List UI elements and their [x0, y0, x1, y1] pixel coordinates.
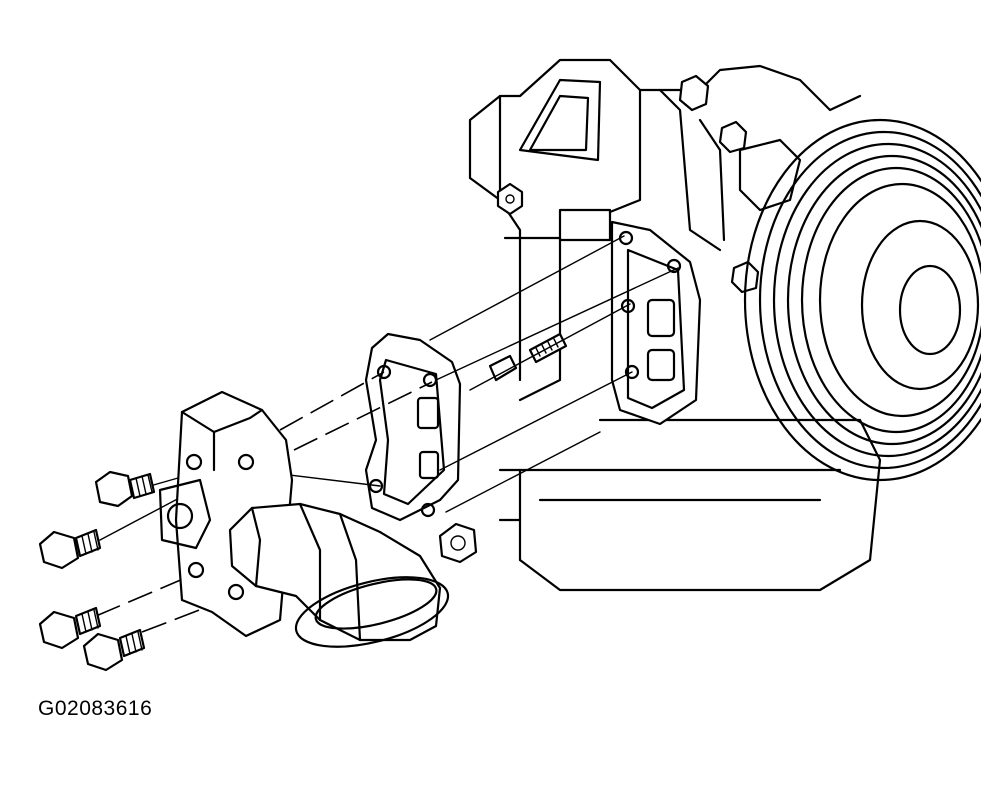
- pump-gasket: [364, 332, 462, 522]
- block-bolt-top: [678, 74, 710, 112]
- dowel-pin-left: [488, 354, 518, 382]
- block-bolt-upper: [496, 182, 524, 216]
- pump-bolt-4: [82, 628, 146, 672]
- engine-block: [438, 58, 882, 592]
- crankshaft-pulley: [743, 118, 981, 482]
- pump-bolt-3: [38, 606, 102, 650]
- oil-pickup-tube: [228, 502, 450, 648]
- block-mounting-face: [610, 220, 702, 426]
- pump-bolt-2: [38, 528, 102, 570]
- pump-bolt-1: [94, 470, 156, 508]
- drain-plug: [438, 522, 478, 564]
- figure-id-label: G02083616: [38, 697, 153, 720]
- block-bolt-right: [718, 120, 748, 154]
